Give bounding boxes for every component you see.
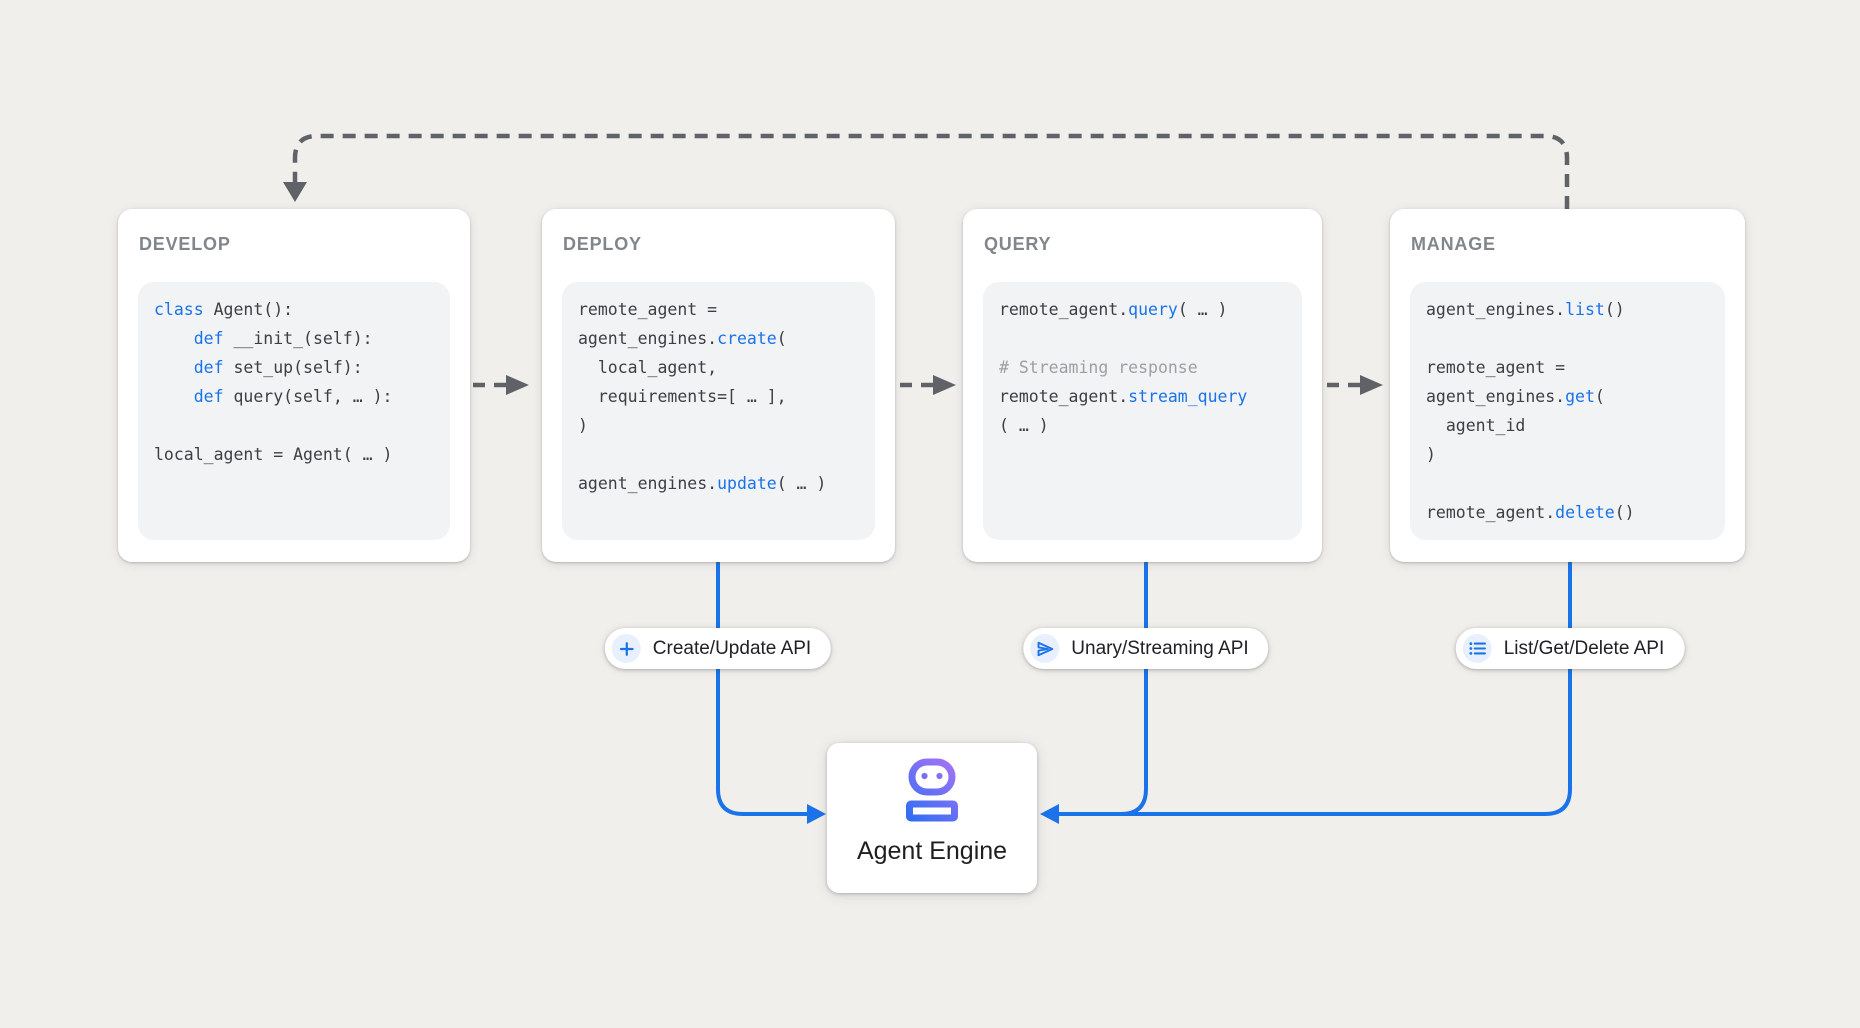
code-line: [1426, 469, 1709, 498]
code-line: remote_agent =: [1426, 358, 1566, 377]
code-line: agent_engines.update( … ): [578, 474, 827, 493]
robot-icon: [904, 758, 960, 827]
create-update-api-badge: Create/Update API: [604, 628, 832, 669]
code-line: remote_agent.query( … ): [999, 300, 1228, 319]
arrowhead-into-engine-right: [1040, 804, 1059, 824]
send-icon: [1030, 634, 1060, 663]
manage-code-block: agent_engines.list() remote_agent = agent…: [1410, 282, 1725, 540]
arrowhead-deploy-to-query: [933, 375, 956, 395]
code-line: ( … ): [999, 416, 1049, 435]
code-line: [999, 324, 1286, 353]
code-line: agent_engines.list(): [1426, 300, 1625, 319]
code-line: agent_engines.get(: [1426, 387, 1605, 406]
create-update-api-label: Create/Update API: [652, 637, 812, 659]
plus-icon: [611, 634, 641, 663]
query-code-block: remote_agent.query( … ) # Streaming resp…: [983, 282, 1302, 540]
code-line: remote_agent =: [578, 300, 718, 319]
develop-card-title: DEVELOP: [139, 234, 231, 254]
code-line: def __init_(self):: [193, 329, 373, 348]
manage-card: MANAGE agent_engines.list() remote_agent…: [1390, 209, 1745, 562]
loop-arrowhead-into-develop: [283, 182, 307, 202]
unary-streaming-api-label: Unary/Streaming API: [1071, 637, 1249, 659]
flow-wire-query-to-engine: [1095, 562, 1148, 816]
query-card: QUERY remote_agent.query( … ) # Streamin…: [963, 209, 1322, 562]
manage-card-title: MANAGE: [1411, 234, 1496, 254]
code-line: remote_agent.stream_query: [999, 387, 1248, 406]
deploy-code-block: remote_agent = agent_engines.create( loca…: [562, 282, 875, 540]
flow-wire-deploy-to-engine: [716, 562, 807, 816]
list-icon: [1462, 634, 1492, 663]
deploy-card-title: DEPLOY: [563, 234, 642, 254]
code-line: [1426, 324, 1709, 353]
arrowhead-query-to-manage: [1360, 375, 1383, 395]
code-line: requirements=[ … ],: [578, 387, 787, 406]
code-line: class Agent():: [154, 300, 294, 319]
flow-wire-manage-to-engine: [1059, 562, 1572, 816]
code-line: [154, 411, 434, 440]
develop-code-block: class Agent(): def __init_(self): def se…: [138, 282, 450, 540]
code-line: agent_id: [1426, 416, 1526, 435]
agent-engine-label: Agent Engine: [856, 837, 1008, 865]
code-line: # Streaming response: [999, 358, 1198, 377]
loop-wire-manage-to-develop: [292, 133, 1570, 209]
unary-streaming-api-badge: Unary/Streaming API: [1023, 628, 1269, 669]
arrowhead-develop-to-deploy: [506, 375, 529, 395]
code-line: def query(self, … ):: [193, 387, 393, 406]
code-line: ): [578, 416, 588, 435]
code-line: remote_agent.delete(): [1426, 503, 1635, 522]
code-line: ): [1426, 445, 1436, 464]
arrowhead-into-engine-left: [807, 804, 826, 824]
code-line: agent_engines.create(: [578, 329, 787, 348]
deploy-card: DEPLOY remote_agent = agent_engines.creat…: [542, 209, 895, 562]
code-line: [578, 440, 859, 469]
agent-engine-node: Agent Engine: [827, 743, 1037, 893]
list-get-delete-api-label: List/Get/Delete API: [1503, 637, 1665, 659]
list-get-delete-api-badge: List/Get/Delete API: [1455, 628, 1685, 669]
code-line: local_agent = Agent( … ): [154, 445, 393, 464]
develop-card: DEVELOP class Agent(): def __init_(self)…: [118, 209, 470, 562]
code-line: local_agent,: [578, 358, 718, 377]
code-line: def set_up(self):: [193, 358, 363, 377]
query-card-title: QUERY: [984, 234, 1052, 254]
